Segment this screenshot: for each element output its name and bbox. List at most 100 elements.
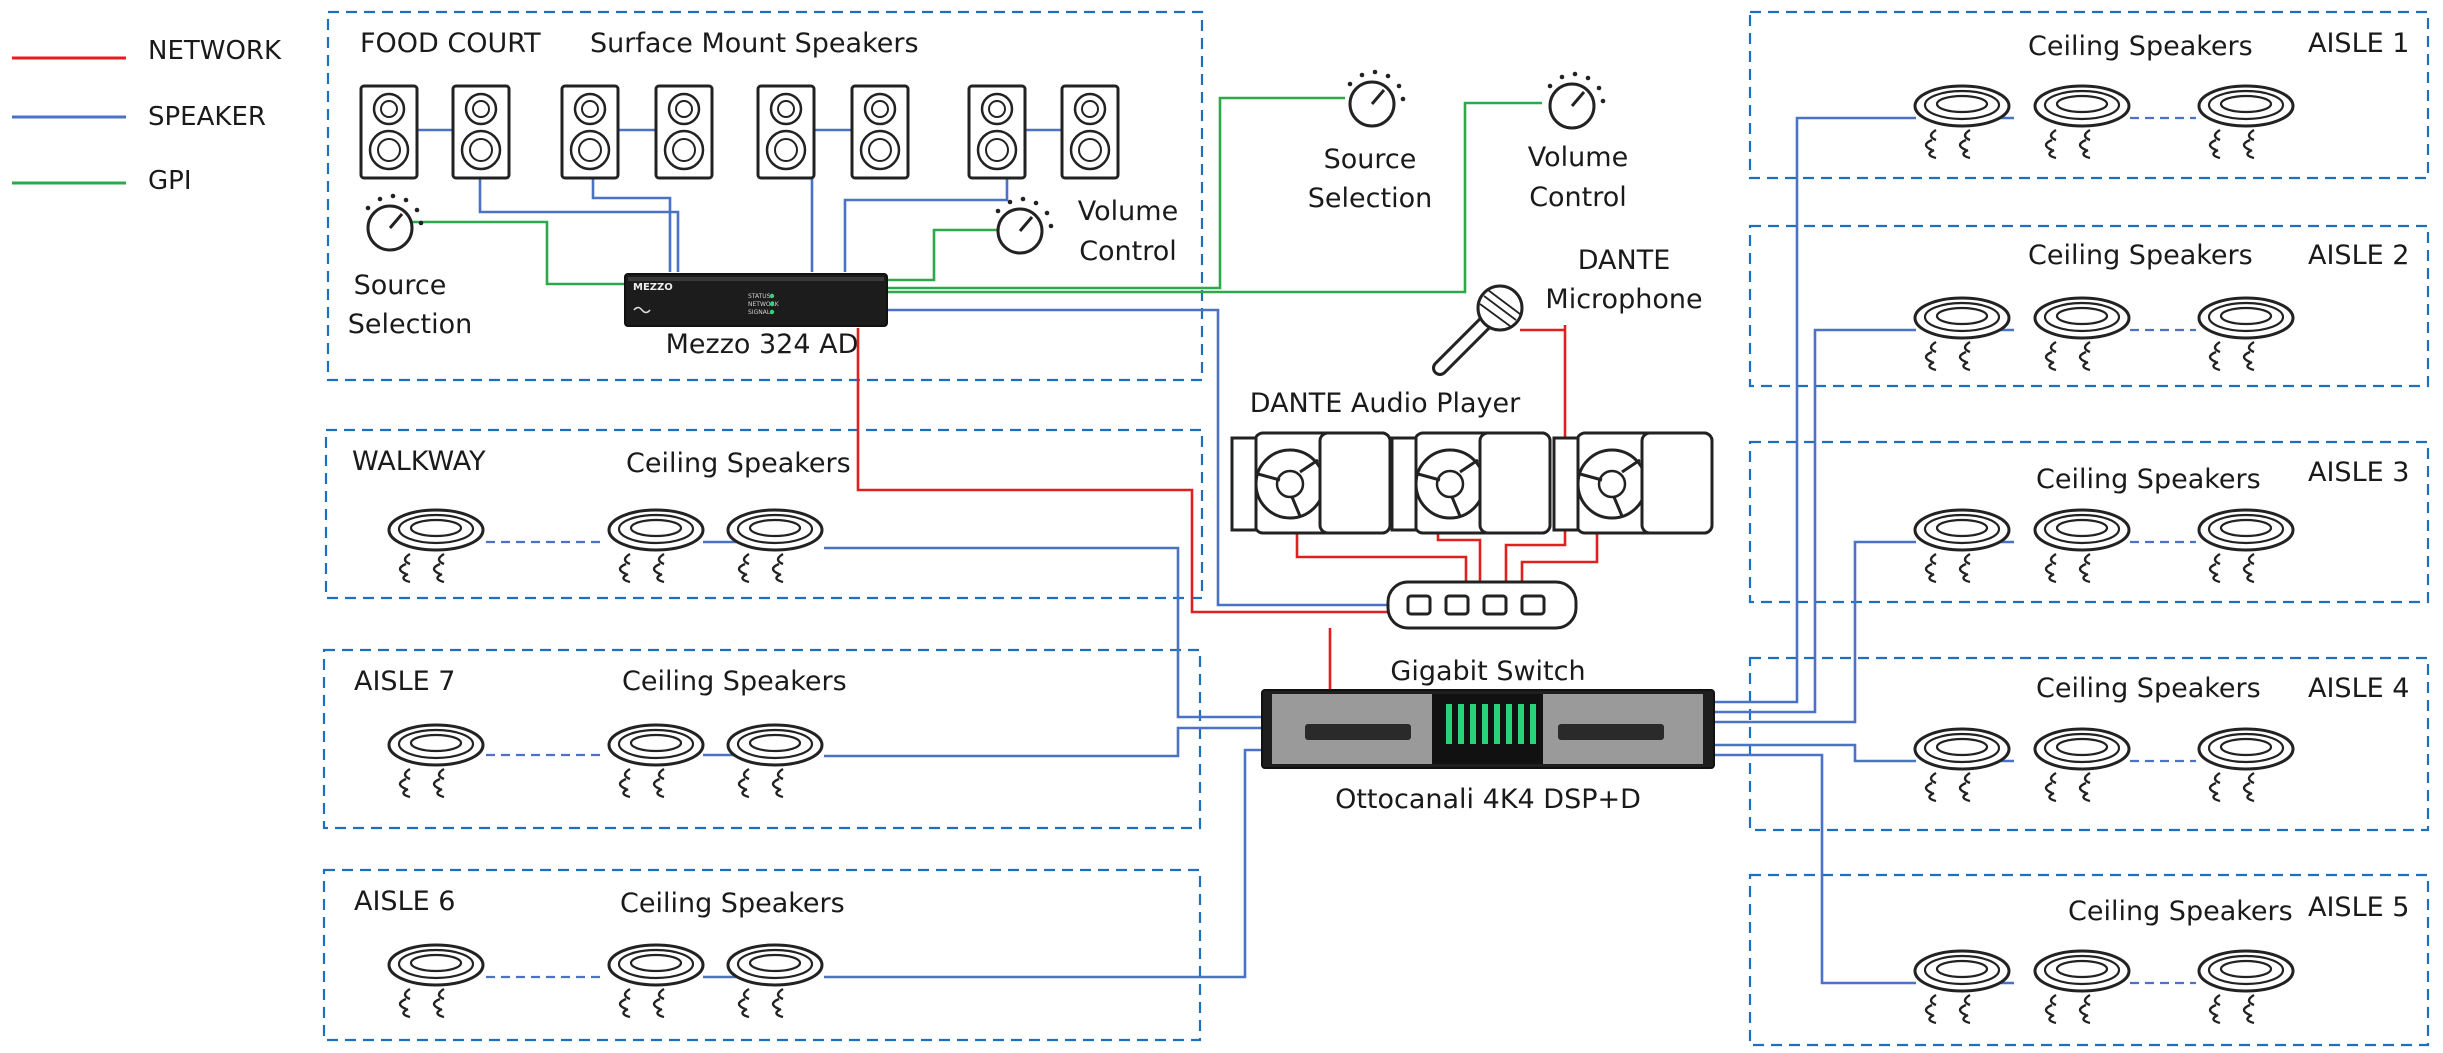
source-selection-knob-icon (1346, 68, 1407, 128)
zone-aisle6-name: AISLE 6 (354, 886, 455, 917)
ottocanali-amplifier (1261, 689, 1715, 769)
surface-speaker (967, 84, 1027, 180)
zone-food-court-box (326, 10, 1204, 382)
zone-aisle2-box (1748, 224, 2430, 388)
ceiling-speaker (607, 508, 705, 584)
zone-walkway-subtitle: Ceiling Speakers (626, 448, 851, 479)
zone-aisle5-box (1748, 873, 2430, 1047)
aisle3-speakers (1913, 508, 2295, 584)
zone-walkway-box (324, 428, 1204, 600)
source-selection-label-1: Source (1324, 144, 1417, 175)
ceiling-speaker (2033, 84, 2131, 160)
amplifier-label: Ottocanali 4K4 DSP+D (1335, 784, 1641, 815)
ceiling-speaker (2197, 508, 2295, 584)
surface-speaker (1060, 84, 1120, 180)
zone-aisle2-subtitle: Ceiling Speakers (2028, 240, 2253, 271)
ceiling-speaker (2033, 949, 2131, 1025)
dante-audio-player (1230, 431, 1392, 535)
microphone-label-2: Microphone (1545, 284, 1702, 315)
walkway-speakers (387, 508, 824, 584)
ceiling-speaker (726, 943, 824, 1019)
zone-aisle3-subtitle: Ceiling Speakers (2036, 464, 2261, 495)
ceiling-speaker (2197, 296, 2295, 372)
microphone-icon (1432, 284, 1524, 376)
ceiling-speaker (387, 508, 485, 584)
zone-food-court-subtitle: Surface Mount Speakers (590, 28, 919, 59)
food-volume-label-2: Control (1079, 236, 1177, 267)
zone-aisle4-name: AISLE 4 (2308, 673, 2409, 704)
zone-aisle7-name: AISLE 7 (354, 666, 455, 697)
zone-aisle7-subtitle: Ceiling Speakers (622, 666, 847, 697)
zone-aisle1-box (1748, 10, 2430, 180)
food-volume-knob-icon (994, 195, 1055, 255)
volume-control-label-1: Volume (1528, 142, 1628, 173)
legend-speaker-label: SPEAKER (148, 102, 266, 132)
mezzo-led-status: STATUS (748, 293, 771, 300)
ceiling-speaker (387, 723, 485, 799)
zone-aisle3-box (1748, 440, 2430, 604)
ceiling-speaker (2033, 727, 2131, 803)
zone-food-court-name: FOOD COURT (360, 28, 541, 59)
ceiling-speaker (1913, 727, 2011, 803)
legend-network-label: NETWORK (148, 36, 282, 66)
aisle1-speakers (1913, 84, 2295, 160)
ceiling-speaker (607, 943, 705, 1019)
audio-player-label: DANTE Audio Player (1250, 388, 1521, 419)
zone-aisle5-name: AISLE 5 (2308, 892, 2409, 923)
gpi-wires (410, 96, 1542, 294)
mezzo-label: Mezzo 324 AD (666, 329, 859, 360)
surface-speaker (560, 84, 620, 180)
microphone-label-1: DANTE (1578, 245, 1671, 276)
aisle6-speakers (387, 943, 824, 1019)
ceiling-speaker (387, 943, 485, 1019)
food-source-label-1: Source (354, 270, 447, 301)
zone-aisle4-subtitle: Ceiling Speakers (2036, 673, 2261, 704)
food-source-label-2: Selection (348, 309, 472, 340)
legend: NETWORK SPEAKER GPI (12, 36, 282, 196)
surface-speaker (451, 84, 511, 180)
mezzo-led-network: NETWORK (748, 301, 780, 308)
zone-aisle4-box (1748, 656, 2430, 832)
source-selection-label-2: Selection (1308, 183, 1432, 214)
volume-control-label-2: Control (1529, 182, 1627, 213)
zone-aisle5-subtitle: Ceiling Speakers (2068, 896, 2293, 927)
ceiling-speaker (1913, 508, 2011, 584)
surface-speaker (850, 84, 910, 180)
ceiling-speaker (2197, 949, 2295, 1025)
ceiling-speaker (2033, 508, 2131, 584)
ceiling-speaker (726, 723, 824, 799)
legend-gpi-label: GPI (148, 166, 192, 196)
zone-walkway-name: WALKWAY (352, 446, 486, 477)
ceiling-speaker (1913, 296, 2011, 372)
ceiling-speaker (1913, 84, 2011, 160)
mezzo-amplifier: MEZZO STATUS NETWORK SIGNAL (624, 273, 888, 327)
zone-aisle2-name: AISLE 2 (2308, 240, 2409, 271)
zone-aisle6-box (322, 868, 1202, 1042)
food-volume-label-1: Volume (1078, 196, 1178, 227)
dante-audio-player (1552, 431, 1714, 535)
ceiling-speaker (726, 508, 824, 584)
zone-aisle1-subtitle: Ceiling Speakers (2028, 31, 2253, 62)
surface-speaker (756, 84, 816, 180)
ceiling-speaker (1913, 949, 2011, 1025)
ceiling-speaker (2197, 727, 2295, 803)
zone-aisle1-name: AISLE 1 (2308, 28, 2409, 59)
surface-speaker (654, 84, 714, 180)
aisle7-speakers (387, 723, 824, 799)
ceiling-speaker (607, 723, 705, 799)
zone-aisle6-subtitle: Ceiling Speakers (620, 888, 845, 919)
food-court-speakers (359, 84, 1120, 180)
mezzo-brand: MEZZO (633, 282, 673, 293)
mezzo-led-signal: SIGNAL (748, 309, 771, 316)
network-wires (856, 325, 1599, 690)
zone-aisle3-name: AISLE 3 (2308, 457, 2409, 488)
dante-audio-player (1390, 431, 1552, 535)
switch-label: Gigabit Switch (1390, 656, 1585, 687)
volume-control-knob-icon (1546, 70, 1607, 130)
surface-speaker (359, 84, 419, 180)
zone-aisle7-box (322, 648, 1202, 830)
ceiling-speaker (2033, 296, 2131, 372)
gigabit-switch (1386, 580, 1578, 630)
